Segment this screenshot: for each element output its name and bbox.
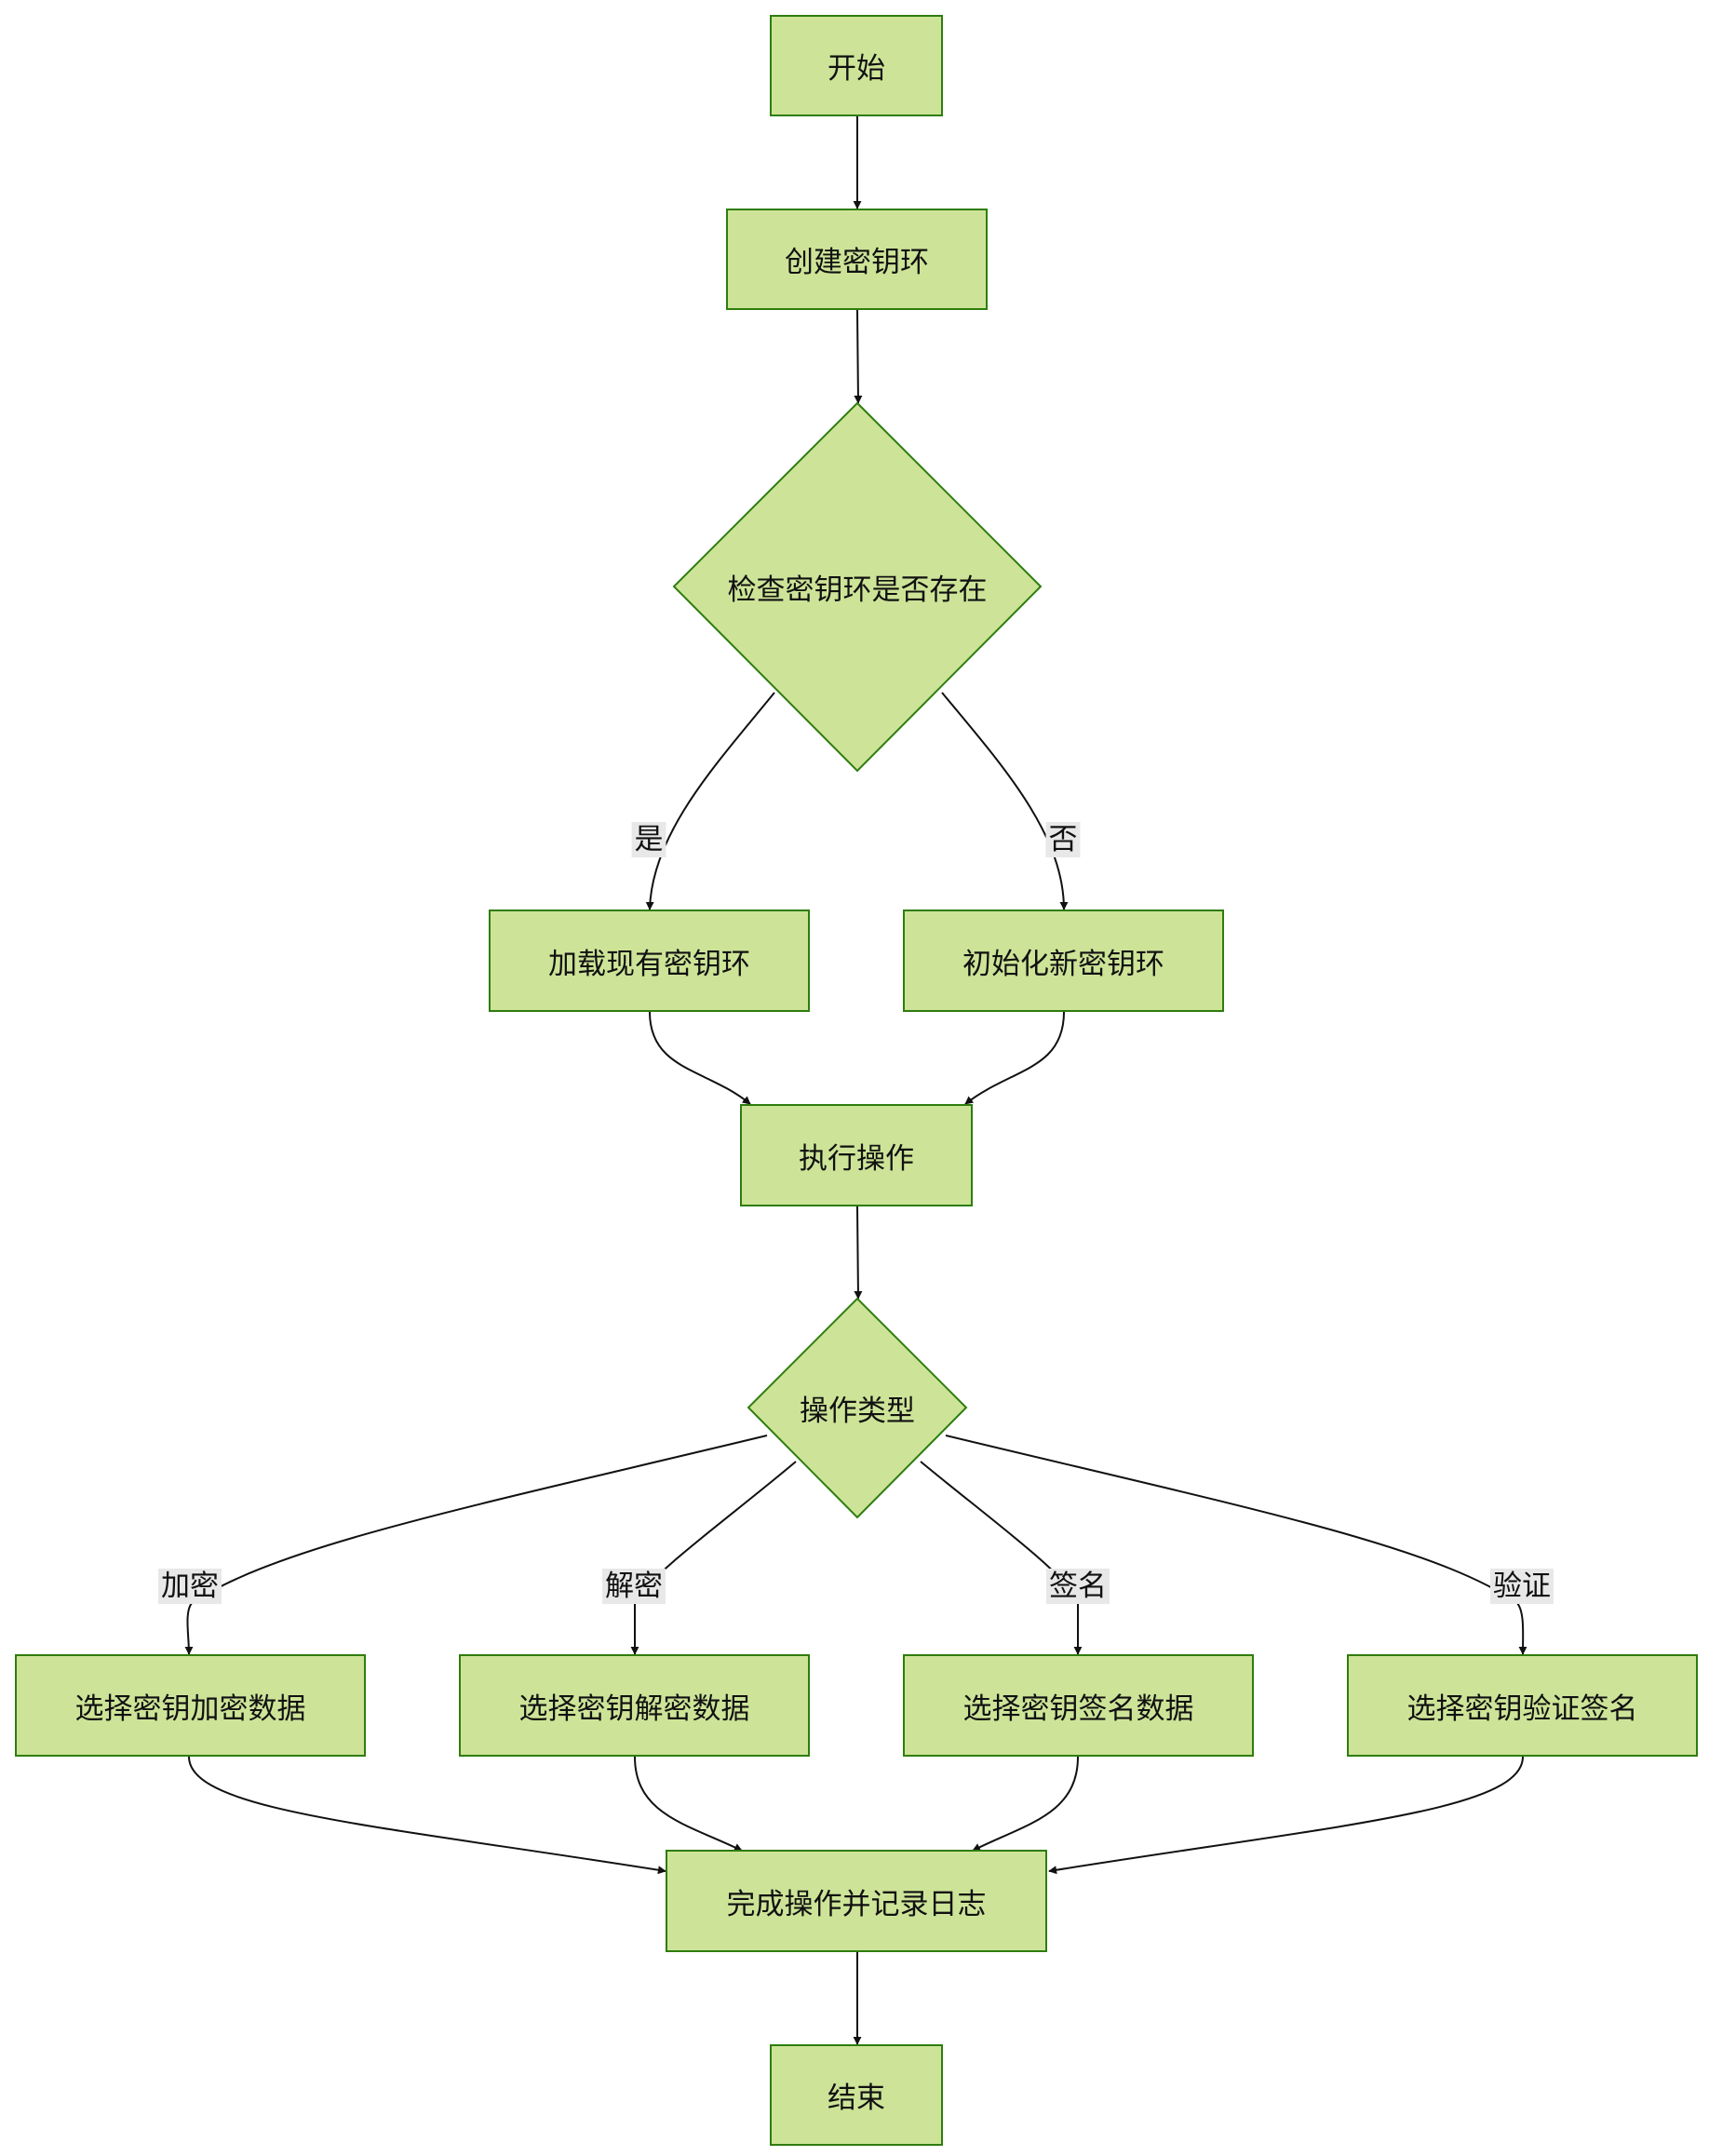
node-load-existing-keyring: 加载现有密钥环: [489, 910, 810, 1012]
edge-label-encrypt: 加密: [158, 1569, 222, 1604]
edge-optype-to-sign: [920, 1461, 1083, 1655]
edge-load-to-perform: [649, 1011, 751, 1105]
node-init-new-keyring: 初始化新密钥环: [903, 910, 1224, 1012]
node-operation-type: 操作类型: [800, 1394, 915, 1428]
edge-verify-to-complete: [1048, 1756, 1524, 1875]
node-select-key-decrypt: 选择密钥解密数据: [459, 1654, 810, 1757]
edge-optype-to-encrypt: [184, 1435, 768, 1655]
node-select-key-verify: 选择密钥验证签名: [1347, 1654, 1698, 1757]
edge-optype-to-verify: [945, 1435, 1527, 1655]
node-check-keyring-exists: 检查密钥环是否存在: [727, 573, 988, 607]
edge-perform-to-optype: [854, 1206, 863, 1300]
edge-encrypt-to-complete: [188, 1756, 666, 1875]
node-create-keyring: 创建密钥环: [726, 209, 988, 310]
edge-check-to-load: [645, 692, 775, 910]
node-perform-operation: 执行操作: [740, 1104, 973, 1206]
node-select-key-sign: 选择密钥签名数据: [903, 1654, 1254, 1757]
edge-label-yes: 是: [631, 822, 666, 857]
edge-decrypt-to-complete: [634, 1756, 743, 1852]
node-start: 开始: [770, 15, 943, 116]
edge-label-verify: 验证: [1490, 1569, 1554, 1604]
node-end: 结束: [770, 2044, 943, 2146]
decision-diamond-check: [672, 401, 1043, 773]
node-select-key-encrypt: 选择密钥加密数据: [15, 1654, 366, 1757]
edge-create-to-check: [854, 309, 863, 404]
edge-sign-to-complete: [972, 1756, 1079, 1852]
decision-diamond-optype: [747, 1297, 968, 1519]
edge-label-sign: 签名: [1046, 1569, 1110, 1604]
edge-label-no: 否: [1045, 822, 1081, 857]
edge-init-to-perform: [964, 1011, 1065, 1105]
node-complete-and-log: 完成操作并记录日志: [666, 1850, 1047, 1952]
edge-label-decrypt: 解密: [602, 1569, 666, 1604]
edge-optype-to-decrypt: [630, 1461, 797, 1655]
edge-check-to-init: [941, 692, 1069, 910]
